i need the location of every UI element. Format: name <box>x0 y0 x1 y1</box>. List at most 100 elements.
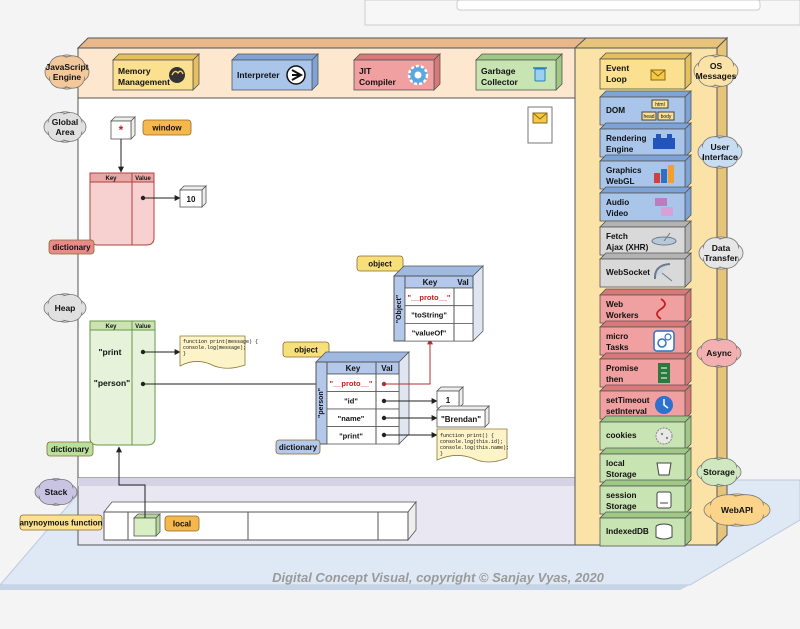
window-tag: window <box>142 119 192 136</box>
stack-top <box>103 501 417 513</box>
floor-edge <box>0 585 690 590</box>
person-id-value-box-side <box>458 386 464 409</box>
storage-api-3[interactable]: IndexedDB <box>599 511 692 547</box>
ui-api-0-side <box>684 90 692 126</box>
ui-api-3-side <box>684 186 692 222</box>
jit-compiler-box-side <box>433 53 441 91</box>
storage-api-2-top <box>599 479 692 487</box>
person-name-value: "Brendan" <box>441 415 481 424</box>
async-api-label-2-0: Promise <box>606 364 639 373</box>
heap-dict-header <box>89 320 156 331</box>
jit-compiler-gear-icon-hub <box>414 71 422 79</box>
print-function-bg <box>179 335 246 369</box>
ui-api-media-icon <box>655 198 673 216</box>
person-key-2: "name" <box>338 414 365 423</box>
dom-badge-html <box>651 99 669 109</box>
person-key-3: "print" <box>339 432 363 441</box>
async-api-gears-icon-g2 <box>664 333 672 341</box>
object-key-1: "toString" <box>411 311 447 320</box>
person-proto-arrow <box>384 338 433 385</box>
person-dictionary-tag: dictionary <box>275 439 321 455</box>
message-inbox-envelope-icon-body <box>532 112 548 124</box>
person-name-value-box-top <box>436 405 490 411</box>
heap-dictionary-tag: dictionary <box>46 441 94 457</box>
storage-api-1-top <box>599 447 692 455</box>
interpreter-box[interactable]: Interpreter <box>231 53 319 91</box>
person-key-1: "id" <box>344 397 358 406</box>
ui-api-shapes-icon-a <box>654 173 660 183</box>
garbage-collector-trash-icon <box>533 67 547 82</box>
person-id-value: 1 <box>446 396 451 405</box>
async-api-2-side <box>684 352 692 388</box>
memory-management-brain-icon-gear <box>171 70 184 76</box>
jit-compiler-box-label-0: JIT <box>359 66 372 76</box>
person-id-value-box[interactable]: 1 <box>436 386 464 409</box>
async-api-gears-icon <box>653 330 675 352</box>
storage-api-label-2-1: Storage <box>606 502 637 511</box>
copyright-text: Digital Concept Visual, copyright © Sanj… <box>272 570 605 585</box>
global-root-box[interactable]: * <box>110 116 136 140</box>
data-api-0-top <box>599 220 692 228</box>
person-print-code-2: console.log(this.name); <box>440 445 509 451</box>
ui-api-lego-icon-brick <box>653 138 675 149</box>
global-value-box-side <box>201 185 207 208</box>
async-api-gears-icon-frame <box>653 330 675 352</box>
async-api-3-side <box>684 384 692 420</box>
local-tag-bg <box>164 515 200 532</box>
dom-badge-body <box>657 111 675 121</box>
window-tag-label: window <box>151 124 182 133</box>
data-api-label-0-0: Fetch <box>606 232 628 241</box>
memory-management-box-top <box>112 53 200 61</box>
os-messages-cloud-label-0: OS <box>710 61 723 71</box>
event-loop-envelope-icon-flap <box>650 69 666 77</box>
person-object-tag: object <box>282 341 330 358</box>
global-star-label: * <box>119 123 124 137</box>
javascript-engine-cloud-label-0: JavaScript <box>46 62 89 72</box>
object-row-2 <box>404 322 474 342</box>
object-key-header: Key <box>423 278 438 287</box>
storage-api-0[interactable]: cookies <box>599 415 692 451</box>
async-api-3-top <box>599 384 692 392</box>
ui-api-label-0-0: DOM <box>606 106 625 115</box>
data-transfer-cloud-core <box>702 239 740 267</box>
local-tag: local <box>164 515 200 532</box>
storage-api-cookie-icon <box>655 427 673 445</box>
async-api-0-face <box>599 294 686 324</box>
global-value-box[interactable]: 10 <box>179 185 207 208</box>
webapi-cloud-core <box>708 496 766 524</box>
stack-cloud-core <box>38 480 74 504</box>
object-vertical-label: "Object" <box>396 295 403 323</box>
global-root-box-side <box>130 116 136 140</box>
message-inbox <box>527 106 553 144</box>
garbage-collector-box-label-0: Garbage <box>481 66 516 76</box>
data-api-1[interactable]: WebSocket <box>599 252 692 288</box>
ui-api-label-3-0: Audio <box>606 198 629 207</box>
async-api-0-side <box>684 288 692 324</box>
stack-local-variable-side <box>155 513 161 537</box>
stack-cloud-label-0: Stack <box>45 487 68 497</box>
storage-api-1-face <box>599 453 686 483</box>
person-name-value-box[interactable]: "Brendan" <box>436 405 490 428</box>
stack-local-variable[interactable] <box>133 513 161 537</box>
garbage-collector-trash-icon-can <box>534 68 546 82</box>
person-object-tag-label: object <box>294 346 318 355</box>
